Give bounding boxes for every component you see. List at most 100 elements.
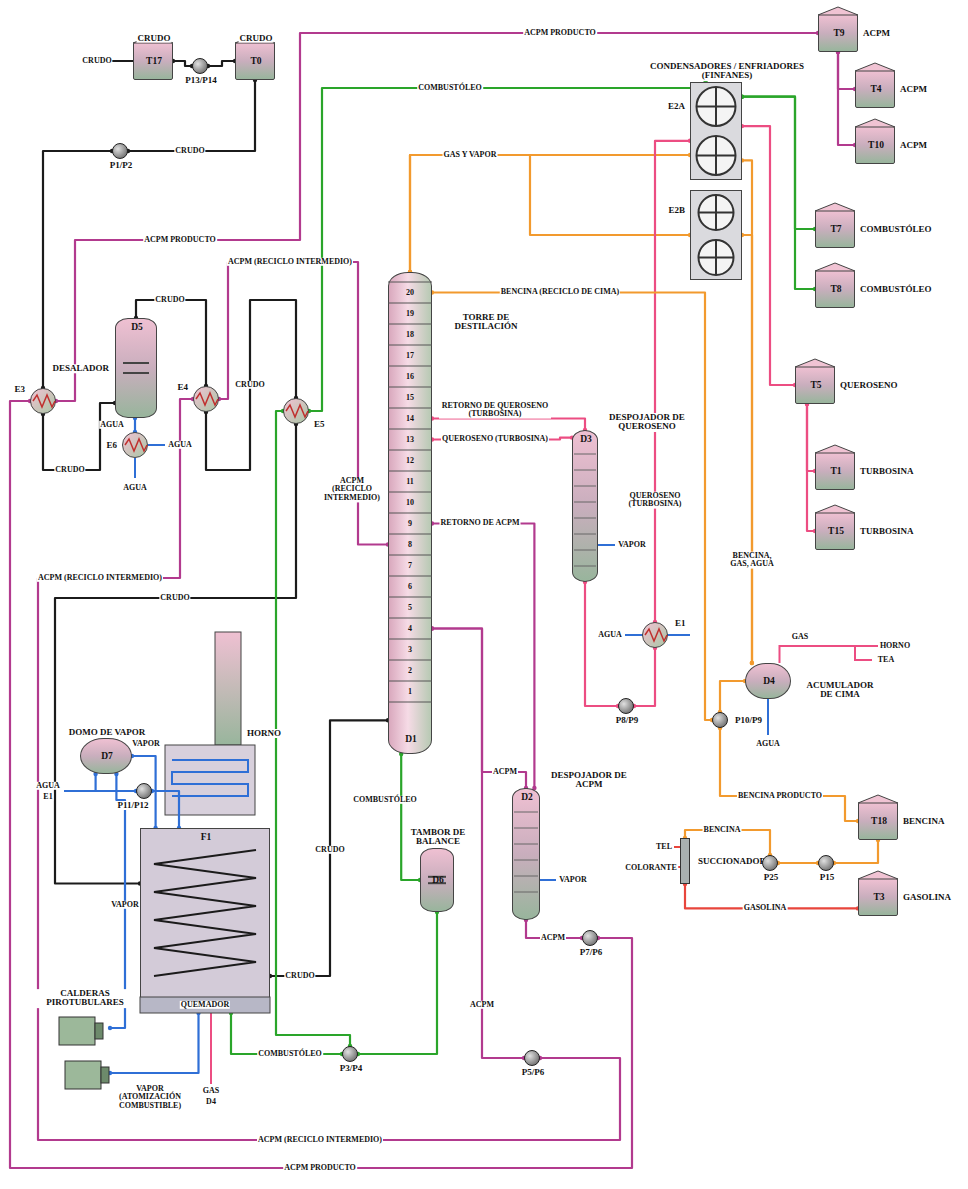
- equipment-name: TAMBOR DE BALANCE: [407, 828, 469, 847]
- equipment-name: GASOLINA: [902, 893, 952, 902]
- equipment-name: E6: [105, 441, 118, 450]
- pipe: [358, 912, 437, 1054]
- heat-exchanger: E3: [30, 388, 56, 414]
- process-line: [399, 752, 422, 882]
- pump: P10/P9: [712, 712, 728, 728]
- equipment-name: P15: [819, 873, 836, 882]
- process-line: [832, 838, 880, 865]
- electrode: [123, 372, 149, 374]
- boiler: [59, 1017, 95, 1045]
- pipe: [132, 756, 156, 828]
- process-line: [268, 718, 390, 978]
- stripper-column: DESPOJADOR DE ACPMD2: [512, 788, 540, 920]
- tray-line: [388, 492, 432, 493]
- tray-line: [574, 470, 596, 471]
- fan-symbol: [697, 136, 736, 175]
- tray-line: [514, 892, 538, 893]
- tray-number: 12: [405, 456, 415, 464]
- shape-outline: [582, 930, 598, 946]
- tank-roof: [855, 119, 895, 127]
- equipment-name: P1/P2: [109, 161, 134, 170]
- tray-line: [388, 345, 432, 346]
- suction-mixer: SUCCIONADOR: [680, 838, 690, 884]
- storage-tank: T10ACPM: [855, 126, 895, 164]
- pipe: [410, 155, 690, 272]
- line-label: BENCINA (RECICLO DE CIMA): [500, 288, 620, 296]
- shape-outline: [618, 698, 634, 714]
- tray-number: 8: [407, 540, 413, 548]
- pipe: [778, 862, 818, 864]
- tray-number: 14: [405, 414, 415, 422]
- process-line: [108, 1011, 201, 1075]
- tray-line: [388, 282, 432, 283]
- line-label: ACPM PRODUCTO: [283, 1164, 357, 1172]
- equipment-name: E2B: [667, 206, 686, 215]
- line-label: VAPOR: [110, 901, 139, 909]
- process-line: [276, 409, 352, 1048]
- stream-label: E1: [42, 793, 53, 801]
- shape-outline: [572, 430, 598, 582]
- stream-label: D4: [205, 1098, 217, 1106]
- equipment-name: QUEROSENO: [839, 381, 899, 390]
- exchanger-symbol: [33, 395, 55, 407]
- shape-outline: [524, 1050, 540, 1066]
- line-label: QUEROSENO (TURBOSINA): [441, 435, 549, 443]
- tray-number: 5: [407, 603, 413, 611]
- process-line: [41, 149, 114, 390]
- tray-number: 16: [405, 372, 415, 380]
- shape-outline: [59, 1009, 109, 1099]
- pipe: [401, 754, 420, 880]
- shape-outline: [818, 855, 834, 871]
- boiler-group: CALDERAS PIROTUBULARES: [60, 1010, 110, 1100]
- equipment-tag: D4: [763, 677, 775, 687]
- exchanger-symbol: [645, 629, 667, 641]
- exchanger-symbol: [196, 393, 218, 405]
- equipment-name: P25: [763, 873, 780, 882]
- tank-roof: [858, 795, 898, 803]
- tray-line: [574, 566, 596, 567]
- process-line: [126, 78, 257, 153]
- line-label: ACPM PRODUCTO: [523, 29, 597, 37]
- pipe: [56, 33, 818, 401]
- tray-number: 19: [405, 309, 415, 317]
- tray-line: [388, 555, 432, 556]
- tank-roof: [815, 505, 855, 513]
- tray-line: [388, 618, 432, 619]
- line-label: COMBUSTÓLEO: [417, 84, 483, 92]
- shape-outline: [690, 82, 742, 180]
- shape-outline: [283, 398, 309, 424]
- equipment-name: CONDENSADORES / ENFRIADORES (FINFANES): [641, 62, 813, 81]
- furnace-stack: [215, 632, 241, 745]
- tray-line: [388, 681, 432, 682]
- tray-number: 13: [405, 435, 415, 443]
- pump: P11/P12: [136, 783, 152, 799]
- tank-roof: [858, 871, 898, 879]
- tray-line: [388, 513, 432, 514]
- tray-number: 6: [407, 582, 413, 590]
- tray-line: [388, 450, 432, 451]
- equipment-name: CRUDO: [239, 34, 274, 43]
- pipe: [834, 840, 878, 863]
- equipment-tag: D5: [131, 323, 143, 333]
- equipment-name: DOMO DE VAPOR: [68, 728, 147, 737]
- equipment-tag: T5: [810, 381, 821, 391]
- process-line: [217, 262, 390, 547]
- heat-exchanger: E4: [193, 386, 219, 412]
- process-line: [206, 59, 237, 68]
- line-label: ACPM: [492, 768, 518, 776]
- line-label: COMBUSTÓLEO: [257, 1050, 323, 1058]
- equipment-name: TORRE DE DESTILACIÓN: [440, 313, 532, 332]
- pipe: [432, 524, 534, 789]
- line-label: CRUDO: [284, 972, 315, 980]
- equipment-name: COMBUSTÓLEO: [859, 285, 933, 294]
- equipment-tag: T1: [830, 467, 841, 477]
- tray-line: [574, 502, 596, 503]
- tray-line: [514, 844, 538, 845]
- equipment-name: CALDERAS PIROTUBULARES: [34, 989, 136, 1008]
- equipment-name: DESALADOR: [51, 364, 110, 373]
- stream-label: AGUA: [122, 484, 148, 492]
- process-line: [836, 50, 857, 147]
- tray-line: [574, 550, 596, 551]
- equipment-tag: D6: [432, 876, 444, 886]
- stream-label: HORNO: [879, 642, 911, 650]
